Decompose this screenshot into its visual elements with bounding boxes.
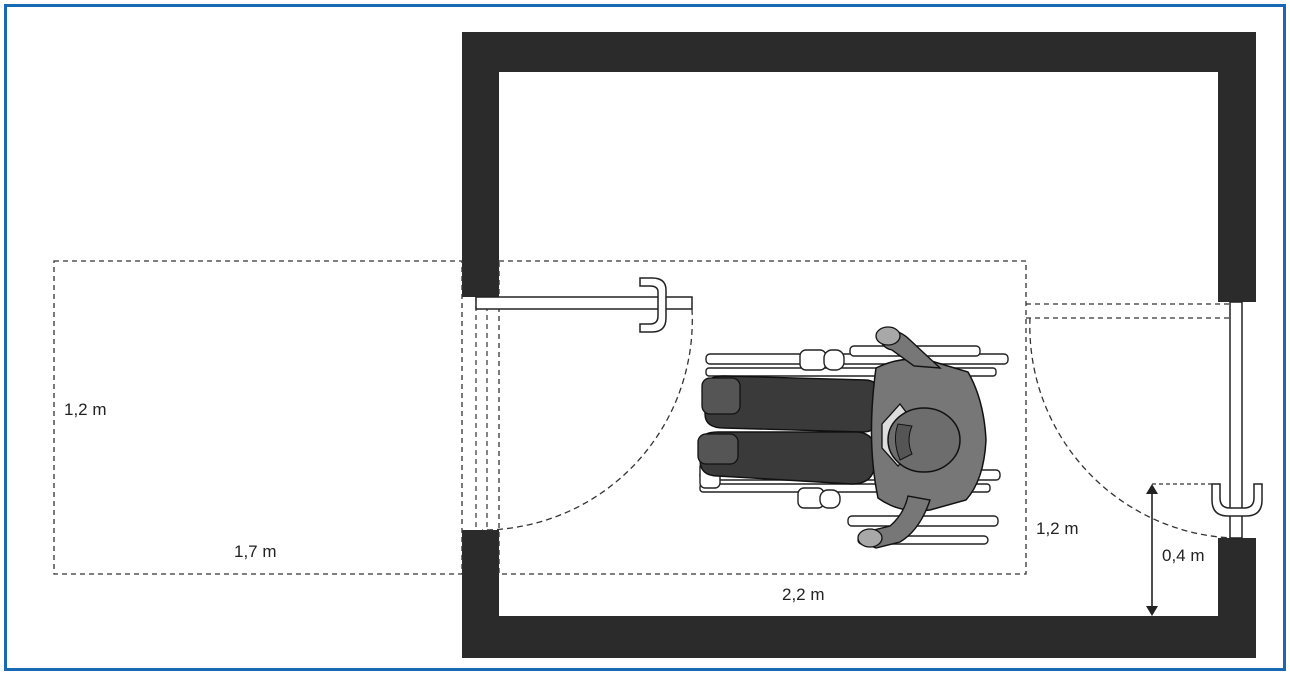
outer-length-label: 1,7 m: [234, 542, 277, 561]
wall-top: [462, 32, 1256, 72]
outer-width-label: 1,2 m: [64, 400, 107, 419]
door-handle-icon: [639, 277, 667, 333]
arrow-up-icon: [1146, 484, 1158, 494]
side-door-handle-icon: [1211, 483, 1263, 517]
handle-height-label: 0,4 m: [1162, 546, 1205, 565]
wall-left-upper: [462, 32, 499, 297]
entrance-door-swing-arc: [481, 308, 693, 531]
frame-border: [4, 4, 1286, 671]
side-door-swing-arc: [1029, 317, 1233, 539]
inner-width-label: 1,2 m: [1036, 519, 1079, 538]
wheelchair-user-icon: [697, 326, 1009, 549]
inner-length-label: 2,2 m: [782, 585, 825, 604]
arrow-down-icon: [1146, 606, 1158, 616]
entrance-door-leaf: [475, 296, 693, 310]
walls: [462, 32, 1256, 658]
inner-turning-area: [498, 260, 1027, 575]
wall-right-upper: [1218, 32, 1256, 302]
side-door-leaf: [1229, 301, 1243, 539]
wall-right-lower: [1218, 538, 1256, 658]
wall-bottom: [462, 616, 1256, 658]
